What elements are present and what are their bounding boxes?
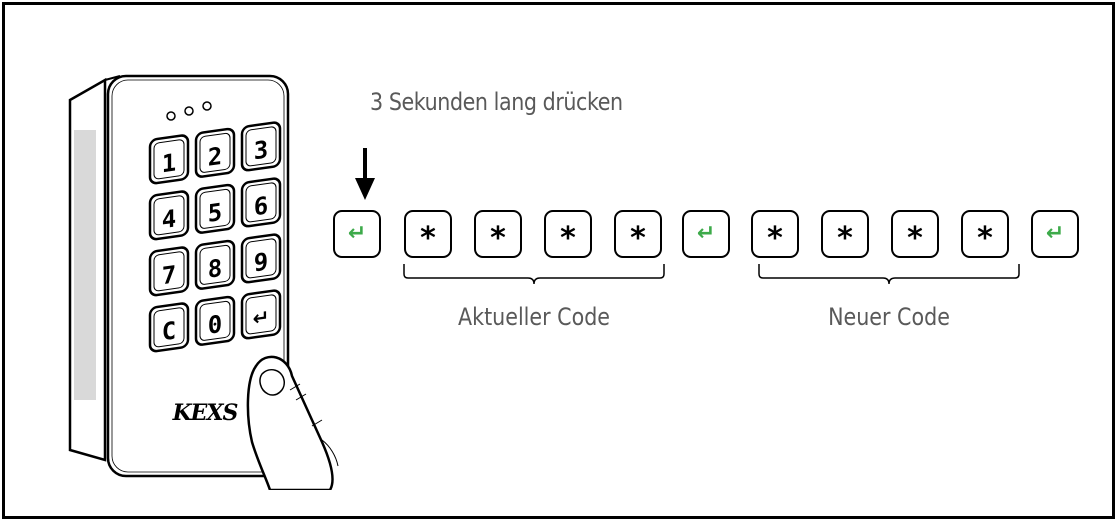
device-key-label: C bbox=[162, 316, 176, 346]
masked-digit: * bbox=[837, 221, 853, 256]
device-key-label: 0 bbox=[208, 310, 222, 340]
keypad-device-illustration: 1 2 3 4 5 6 7 8 9 C 0 ↵ KEXS bbox=[68, 74, 339, 490]
device-key-label: 1 bbox=[162, 148, 176, 178]
device-key-2 bbox=[194, 127, 236, 178]
device-key-5 bbox=[194, 183, 236, 234]
sequence-current-digit-1: * bbox=[404, 210, 452, 258]
sequence-current-digit-3: * bbox=[544, 210, 592, 258]
device-key-label: 8 bbox=[208, 254, 222, 284]
sequence-enter-key-1: ↵ bbox=[333, 210, 381, 258]
device-key-label: 2 bbox=[208, 142, 222, 172]
sequence-new-digit-2: * bbox=[821, 210, 869, 258]
sequence-enter-key-3: ↵ bbox=[1031, 210, 1079, 258]
led-indicator-1 bbox=[166, 111, 176, 121]
device-key-label: ↵ bbox=[253, 304, 270, 330]
device-key-9 bbox=[240, 233, 282, 284]
device-key-c bbox=[148, 302, 190, 353]
device-key-8 bbox=[194, 239, 236, 290]
sequence-new-digit-4: * bbox=[961, 210, 1009, 258]
sequence-current-digit-2: * bbox=[474, 210, 522, 258]
masked-digit: * bbox=[977, 221, 993, 256]
sequence-current-digit-4: * bbox=[614, 210, 662, 258]
new-code-brace bbox=[758, 264, 1020, 285]
device-key-enter bbox=[240, 289, 282, 340]
masked-digit: * bbox=[420, 221, 436, 256]
device-key-7 bbox=[148, 246, 190, 297]
current-code-brace bbox=[403, 264, 665, 285]
finger-illustration bbox=[246, 355, 339, 490]
masked-digit: * bbox=[630, 221, 646, 256]
device-key-6 bbox=[240, 177, 282, 228]
sequence-new-digit-1: * bbox=[751, 210, 799, 258]
device-key-label: 3 bbox=[254, 135, 268, 165]
masked-digit: * bbox=[560, 221, 576, 256]
device-key-label: 7 bbox=[162, 260, 176, 290]
masked-digit: * bbox=[907, 221, 923, 256]
device-key-label: 5 bbox=[208, 198, 222, 228]
device-key-label: 9 bbox=[254, 247, 268, 277]
sequence-enter-key-2: ↵ bbox=[682, 210, 730, 258]
down-arrow-icon bbox=[355, 148, 375, 200]
led-indicator-3 bbox=[202, 101, 212, 111]
current-code-label: Aktueller Code bbox=[457, 303, 611, 331]
enter-icon: ↵ bbox=[696, 221, 716, 246]
masked-digit: * bbox=[490, 221, 506, 256]
sequence-new-digit-3: * bbox=[891, 210, 939, 258]
masked-digit: * bbox=[767, 221, 783, 256]
enter-icon: ↵ bbox=[347, 221, 367, 246]
device-key-label: 4 bbox=[162, 204, 176, 234]
led-indicator-2 bbox=[184, 106, 194, 116]
device-key-1 bbox=[148, 134, 190, 185]
device-key-label: 6 bbox=[254, 191, 268, 221]
brand-logo: KEXS bbox=[172, 400, 238, 426]
device-key-0 bbox=[194, 295, 236, 346]
instruction-text: 3 Sekunden lang drücken bbox=[370, 88, 623, 116]
enter-icon: ↵ bbox=[1045, 221, 1065, 246]
device-key-3 bbox=[240, 121, 282, 172]
device-key-4 bbox=[148, 190, 190, 241]
new-code-label: Neuer Code bbox=[828, 303, 950, 331]
